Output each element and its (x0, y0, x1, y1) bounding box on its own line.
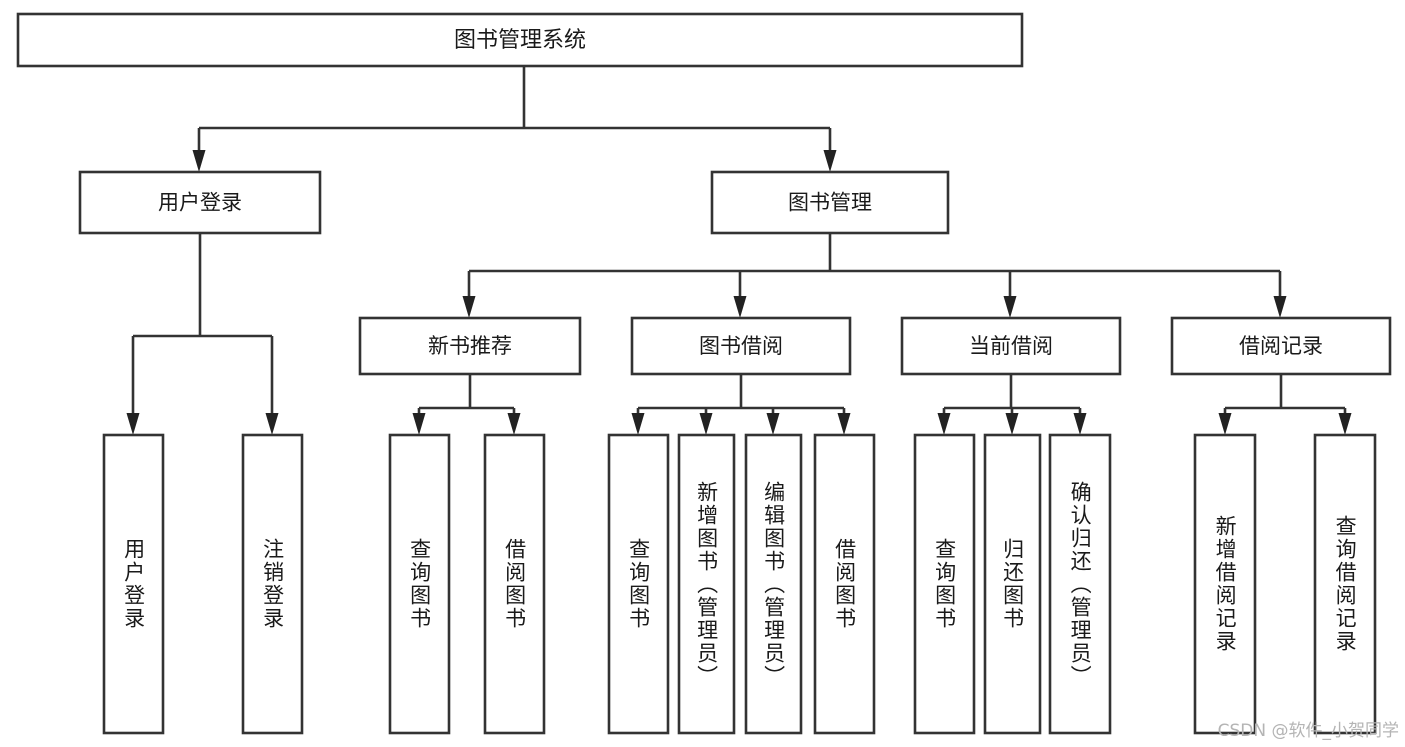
node-box-leaf-add-book[interactable] (677, 433, 736, 735)
arrow-head-icon (837, 413, 851, 435)
node-box-leaf-add-borrow-record[interactable] (1193, 433, 1257, 735)
arrow-head-icon (937, 413, 951, 435)
node-label-book-manage: 图书管理 (788, 191, 872, 215)
arrow-head-icon (192, 150, 206, 172)
node-box-leaf-return-book[interactable] (983, 433, 1042, 735)
arrow-head-icon (462, 296, 476, 318)
connector-group-root-to-level2 (192, 66, 837, 172)
node-box-borrow-record[interactable] (1170, 316, 1392, 376)
node-box-leaf-borrow-book-1[interactable] (483, 433, 546, 735)
connector-group-user-login-to-leaves (126, 233, 279, 435)
node-box-leaf-logout-login[interactable] (241, 433, 304, 735)
arrow-head-icon (733, 296, 747, 318)
connector-group-book-borrow-to-leaves (631, 374, 851, 435)
watermark-text: CSDN @软件_小贺同学 (1217, 721, 1399, 741)
arrow-head-icon (1338, 413, 1352, 435)
arrow-head-icon (766, 413, 780, 435)
arrow-head-icon (1005, 413, 1019, 435)
node-box-new-book-recommend[interactable] (358, 316, 582, 376)
node-box-current-borrow[interactable] (900, 316, 1122, 376)
arrow-head-icon (1003, 296, 1017, 318)
node-label-root: 图书管理系统 (454, 28, 586, 53)
node-box-book-manage[interactable] (710, 170, 950, 235)
connector-group-new-book-to-leaves (412, 374, 521, 435)
node-box-leaf-edit-book[interactable] (744, 433, 803, 735)
node-box-layer (16, 12, 1392, 735)
node-box-leaf-query-book-1[interactable] (388, 433, 451, 735)
node-label-new-book-recommend: 新书推荐 (428, 334, 512, 358)
arrow-head-icon (631, 413, 645, 435)
node-box-leaf-query-borrow-record[interactable] (1313, 433, 1377, 735)
arrow-head-icon (1273, 296, 1287, 318)
arrow-head-icon (1073, 413, 1087, 435)
arrow-head-icon (412, 413, 426, 435)
node-label-borrow-record: 借阅记录 (1239, 334, 1323, 358)
connector-group-current-borrow-to-leaves (937, 374, 1087, 435)
node-box-leaf-confirm-return[interactable] (1048, 433, 1112, 735)
node-label-book-borrow: 图书借阅 (699, 334, 783, 358)
node-box-user-login[interactable] (78, 170, 322, 235)
node-label-user-login: 用户登录 (158, 191, 242, 215)
node-box-leaf-query-book-3[interactable] (913, 433, 976, 735)
node-box-book-borrow[interactable] (630, 316, 852, 376)
node-label-current-borrow: 当前借阅 (969, 334, 1053, 358)
node-box-leaf-borrow-book-2[interactable] (813, 433, 876, 735)
arrow-head-icon (507, 413, 521, 435)
arrow-head-icon (699, 413, 713, 435)
arrow-head-icon (1218, 413, 1232, 435)
connector-group-borrow-record-to-leaves (1218, 374, 1352, 435)
connector-group-book-manage-to-level3 (462, 233, 1287, 318)
arrow-head-icon (265, 413, 279, 435)
node-box-leaf-user-login[interactable] (102, 433, 165, 735)
arrow-head-icon (126, 413, 140, 435)
node-box-root[interactable] (16, 12, 1024, 68)
connector-layer (126, 66, 1352, 435)
node-box-leaf-query-book-2[interactable] (607, 433, 670, 735)
arrow-head-icon (823, 150, 837, 172)
